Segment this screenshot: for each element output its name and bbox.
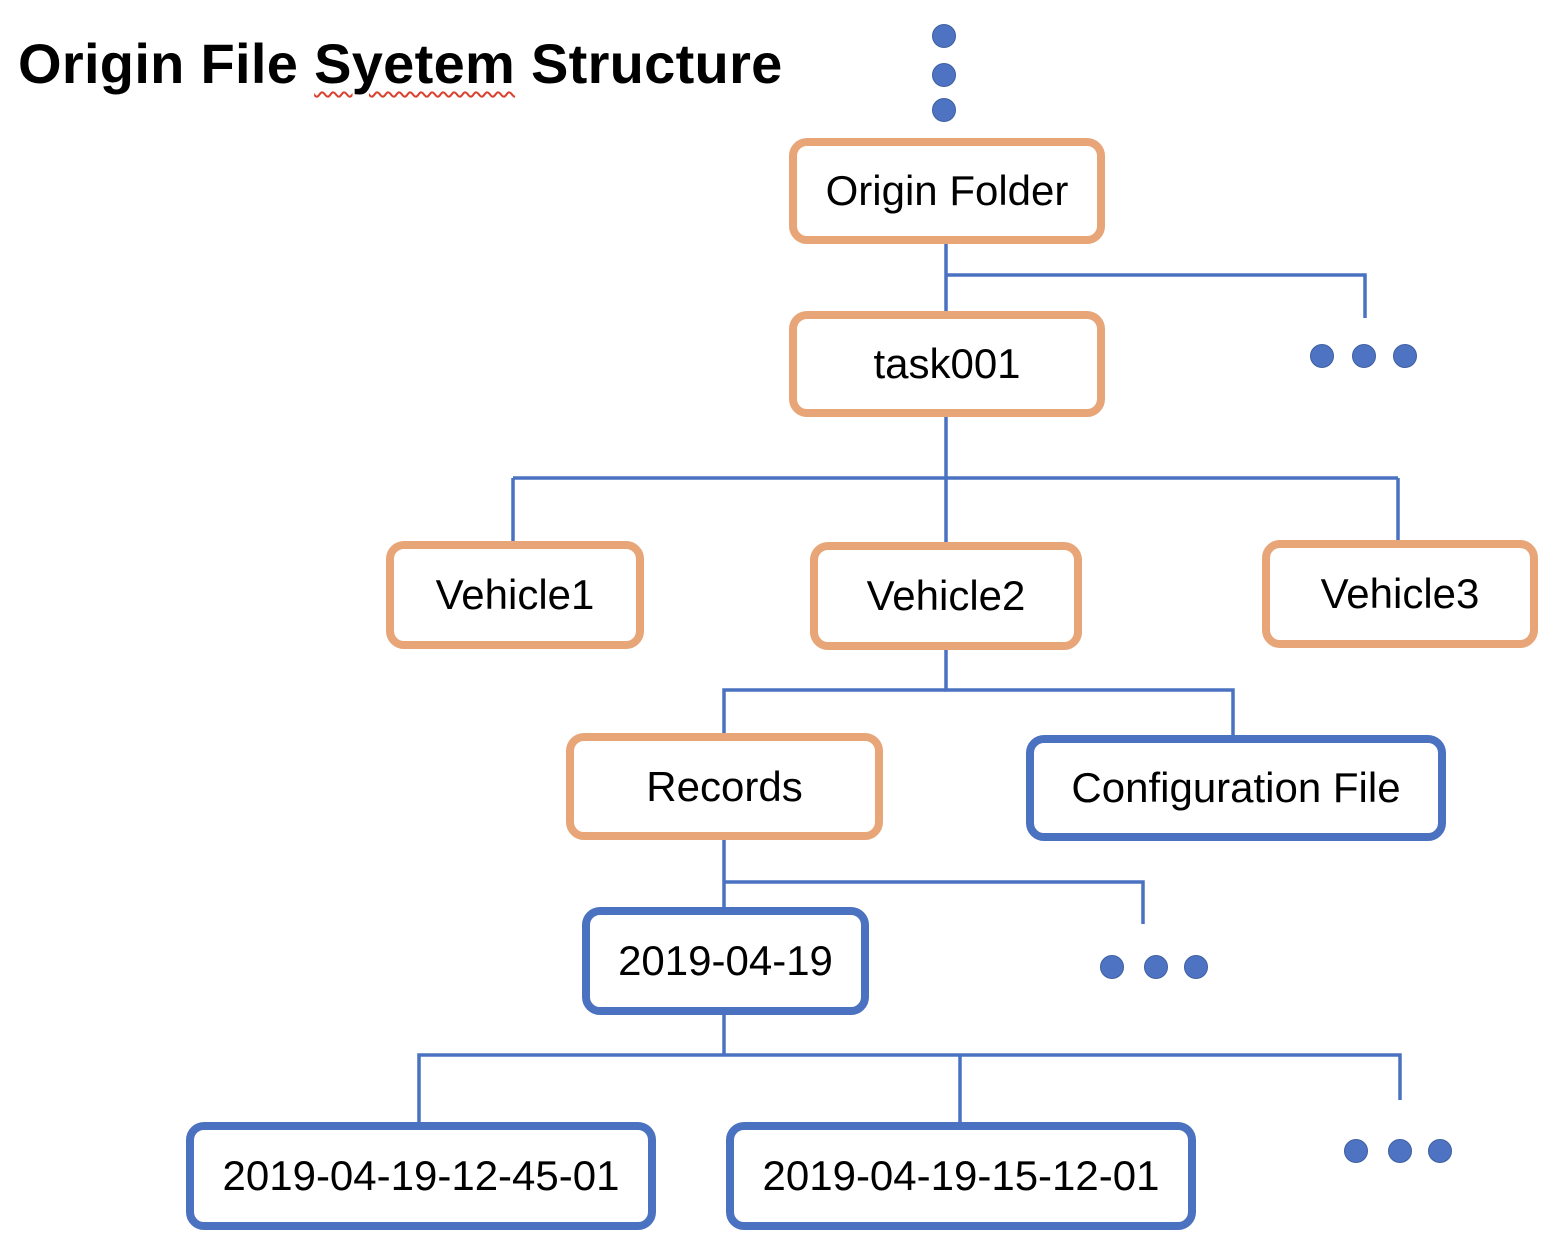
node-records-label: Records <box>646 762 803 810</box>
node-vehicle1-label: Vehicle1 <box>435 571 595 618</box>
ellipsis-dot-icon <box>1344 1139 1368 1163</box>
ellipsis-dot-icon <box>1144 955 1168 979</box>
title-misspelled-word: Syetem <box>314 32 516 95</box>
node-configuration-file: Configuration File <box>1026 735 1446 841</box>
node-record-1: 2019-04-19-12-45-01 <box>186 1122 656 1230</box>
node-record-1-label: 2019-04-19-12-45-01 <box>222 1152 620 1199</box>
node-vehicle1: Vehicle1 <box>386 541 644 649</box>
ellipsis-dot-icon <box>1428 1139 1452 1163</box>
ellipsis-dot-icon <box>932 63 956 87</box>
connector-vehicle2-records <box>722 688 946 736</box>
ellipsis-dot-icon <box>932 24 956 48</box>
connector-vehicle2-bus <box>944 645 1235 738</box>
node-date-folder: 2019-04-19 <box>582 907 869 1015</box>
ellipsis-dot-icon <box>1100 955 1124 979</box>
ellipsis-dot-icon <box>1352 344 1376 368</box>
node-vehicle2-label: Vehicle2 <box>866 572 1026 619</box>
title-prefix: Origin File <box>18 32 315 95</box>
diagram-title: Origin File Syetem Structure <box>18 36 783 92</box>
connector-date-children <box>417 1053 1402 1122</box>
connector-origin-siblings <box>946 273 1367 318</box>
node-record-2: 2019-04-19-15-12-01 <box>726 1122 1196 1230</box>
node-vehicle2: Vehicle2 <box>810 542 1082 650</box>
node-vehicle3: Vehicle3 <box>1262 540 1538 648</box>
node-task001-label: task001 <box>873 340 1021 387</box>
connector-records-siblings <box>724 880 1145 924</box>
ellipsis-dot-icon <box>932 98 956 122</box>
ellipsis-dot-icon <box>1388 1139 1412 1163</box>
ellipsis-dot-icon <box>1310 344 1334 368</box>
node-task001: task001 <box>789 311 1105 417</box>
node-vehicle3-label: Vehicle3 <box>1320 570 1480 617</box>
node-origin-folder-label: Origin Folder <box>825 167 1069 214</box>
ellipsis-dot-icon <box>1393 344 1417 368</box>
node-record-2-label: 2019-04-19-15-12-01 <box>762 1152 1160 1199</box>
node-configuration-file-label: Configuration File <box>1071 764 1401 811</box>
node-records: Records <box>566 733 883 840</box>
node-date-folder-label: 2019-04-19 <box>618 937 833 984</box>
title-suffix: Structure <box>515 32 783 95</box>
ellipsis-dot-icon <box>1184 955 1208 979</box>
node-origin-folder: Origin Folder <box>789 138 1105 244</box>
